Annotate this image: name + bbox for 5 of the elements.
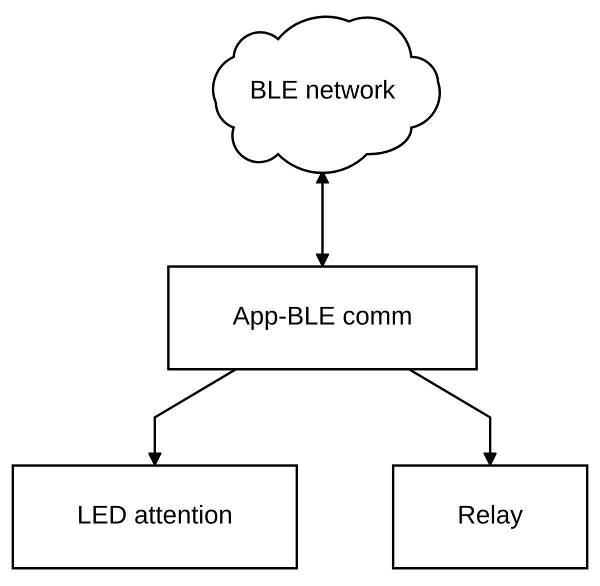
node-box: App-BLE comm [167, 266, 478, 371]
arrow [408, 368, 498, 467]
arrow [148, 368, 237, 467]
node-box: Relay [392, 464, 588, 570]
node-box: LED attention [12, 464, 298, 570]
